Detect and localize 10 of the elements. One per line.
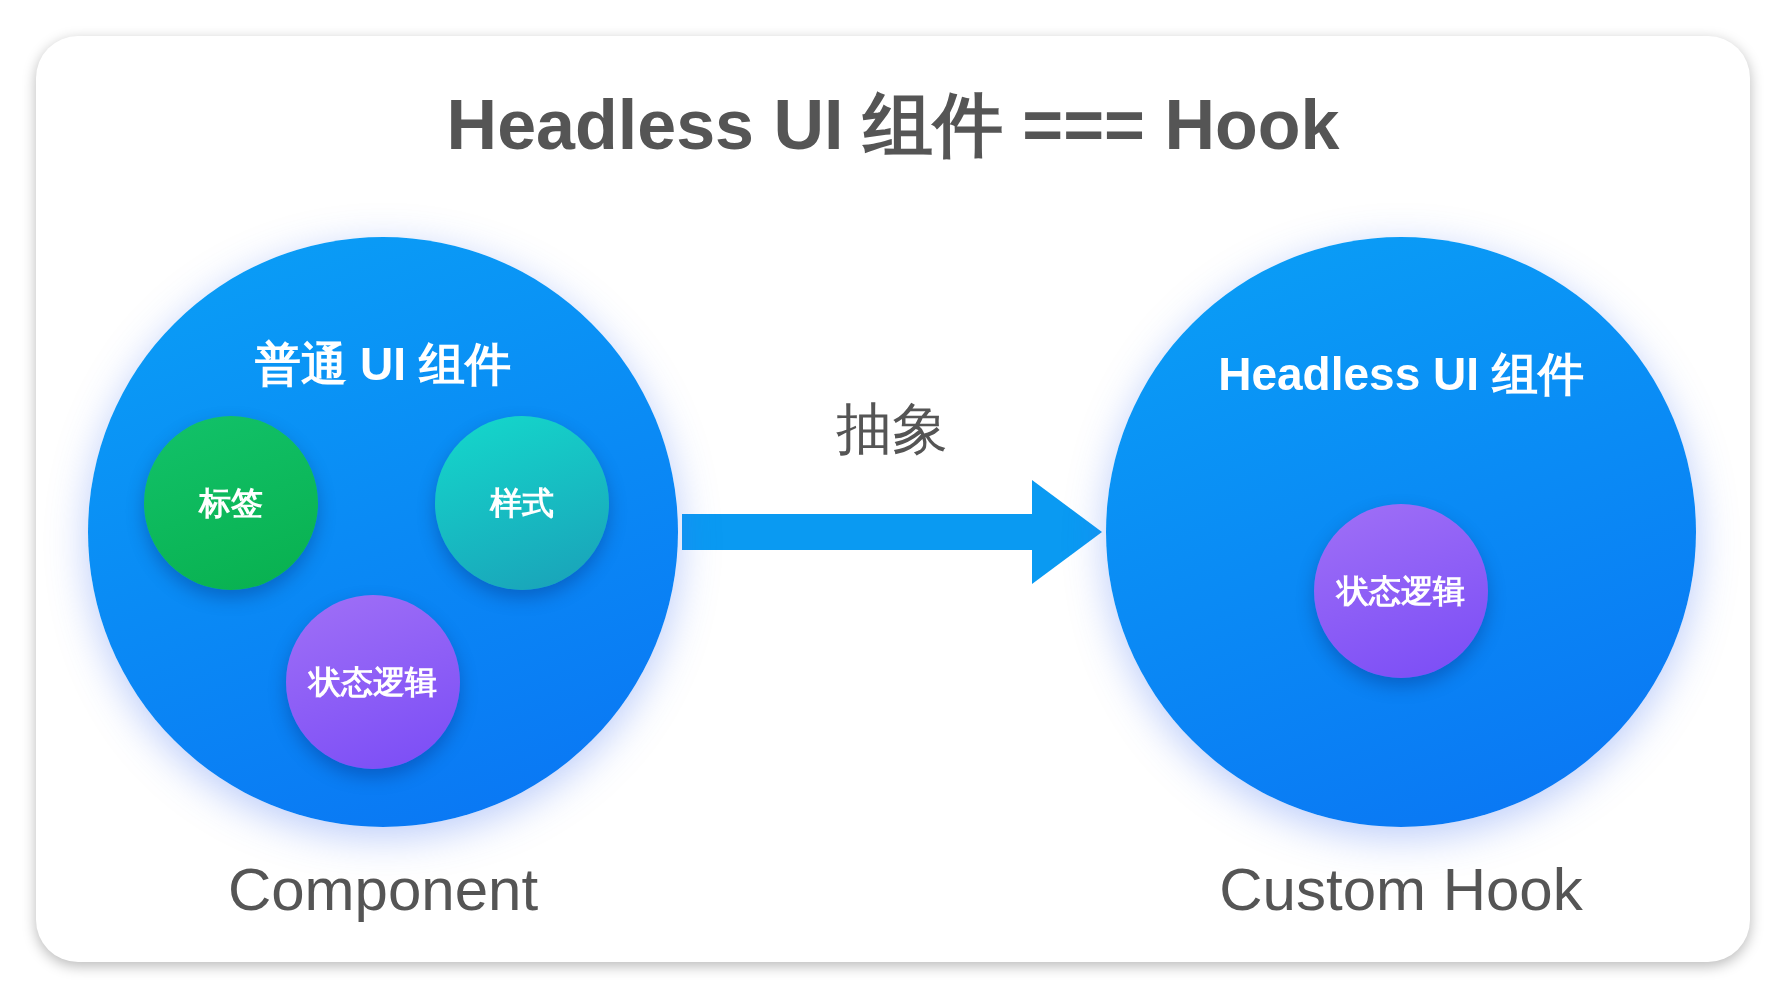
circle-label: 样式	[488, 483, 555, 523]
circle-label: 标签	[197, 483, 264, 523]
circle-label: 状态逻辑	[1334, 571, 1466, 611]
caption-label: Component	[226, 855, 540, 925]
title: Headless UI 组件 === Hook	[445, 85, 1341, 166]
circle-heading: Headless UI 组件	[1217, 347, 1585, 402]
arrow	[682, 480, 1102, 584]
circle-label: 状态逻辑	[306, 662, 438, 702]
circle-heading: 普通 UI 组件	[254, 337, 512, 392]
caption-label: Custom Hook	[1218, 855, 1584, 925]
